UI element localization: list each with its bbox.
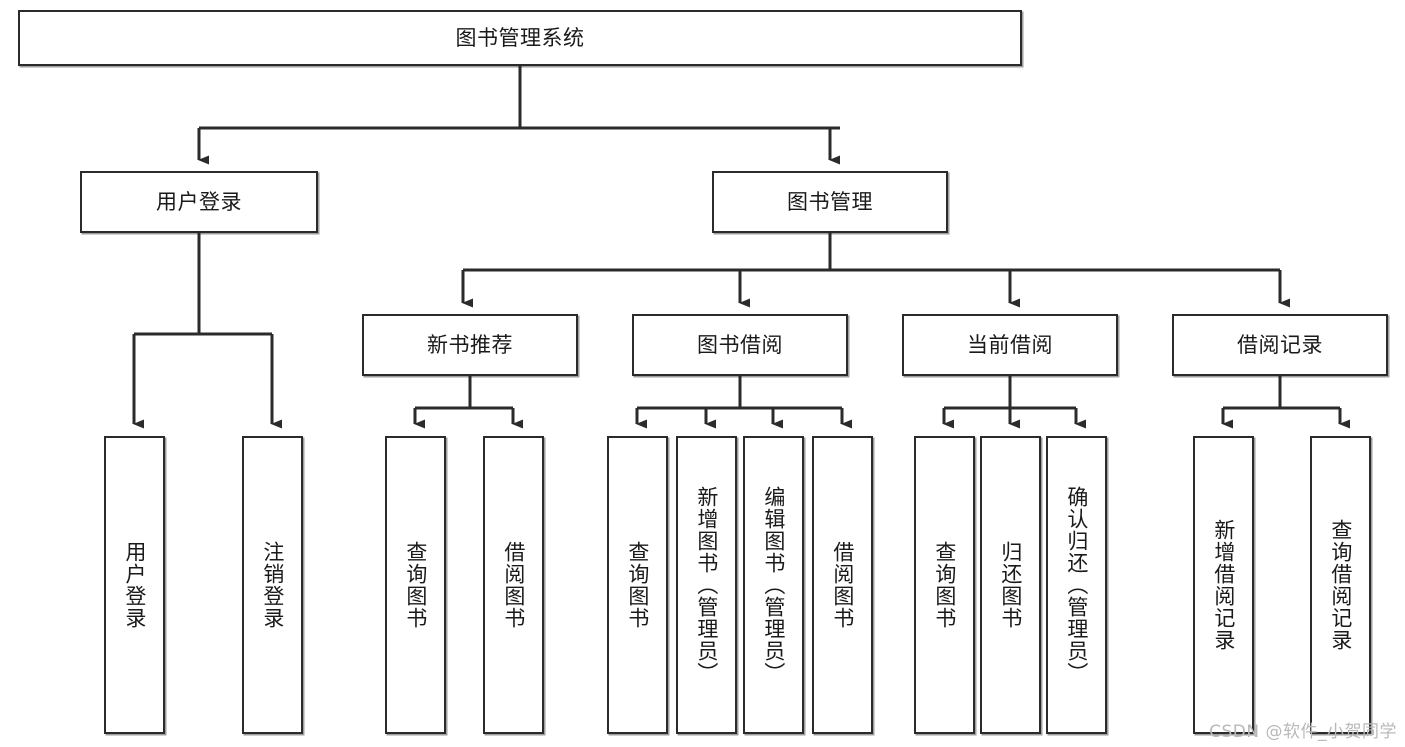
leaf-recommend-query-book[interactable]: 查询图书	[385, 436, 446, 734]
node-label: 用户登录	[122, 541, 147, 629]
node-label: 注销登录	[260, 541, 285, 629]
leaf-user-login-login[interactable]: 用户登录	[104, 436, 165, 734]
leaf-current-return-book[interactable]: 归还图书	[980, 436, 1041, 734]
leaf-user-login-logout[interactable]: 注销登录	[242, 436, 303, 734]
node-book-borrow[interactable]: 图书借阅	[632, 314, 848, 376]
leaf-current-confirm-return-admin[interactable]: 确认归还（管理员）	[1046, 436, 1107, 734]
node-new-book-recommend[interactable]: 新书推荐	[362, 314, 578, 376]
watermark: CSDN @软件_小贺同学	[1209, 722, 1397, 742]
leaf-record-add-record[interactable]: 新增借阅记录	[1193, 436, 1254, 734]
node-label: 确认归还（管理员）	[1064, 486, 1089, 684]
leaf-current-query-book[interactable]: 查询图书	[914, 436, 975, 734]
node-user-login[interactable]: 用户登录	[80, 171, 318, 233]
leaf-borrow-add-book-admin[interactable]: 新增图书（管理员）	[676, 436, 737, 734]
leaf-borrow-query-book[interactable]: 查询图书	[607, 436, 668, 734]
node-label: 新书推荐	[427, 332, 513, 357]
node-label: 图书管理系统	[455, 25, 585, 50]
node-label: 借阅图书	[501, 541, 526, 629]
node-label: 借阅图书	[830, 541, 855, 629]
node-label: 归还图书	[998, 541, 1023, 629]
node-label: 新增图书（管理员）	[694, 486, 719, 684]
node-label: 查询借阅记录	[1328, 519, 1353, 651]
node-book-management[interactable]: 图书管理	[712, 171, 948, 233]
leaf-record-query-record[interactable]: 查询借阅记录	[1310, 436, 1371, 734]
node-label: 图书借阅	[697, 332, 783, 357]
leaf-borrow-edit-book-admin[interactable]: 编辑图书（管理员）	[743, 436, 804, 734]
leaf-borrow-borrow-book[interactable]: 借阅图书	[812, 436, 873, 734]
node-borrow-record[interactable]: 借阅记录	[1172, 314, 1388, 376]
node-root-system[interactable]: 图书管理系统	[18, 10, 1022, 66]
node-label: 编辑图书（管理员）	[761, 486, 786, 684]
node-label: 当前借阅	[967, 332, 1053, 357]
node-label: 查询图书	[403, 541, 428, 629]
node-label: 用户登录	[156, 189, 242, 214]
node-current-borrow[interactable]: 当前借阅	[902, 314, 1118, 376]
node-label: 新增借阅记录	[1211, 519, 1236, 651]
node-label: 查询图书	[932, 541, 957, 629]
node-label: 图书管理	[787, 189, 873, 214]
node-label: 查询图书	[625, 541, 650, 629]
leaf-recommend-borrow-book[interactable]: 借阅图书	[483, 436, 544, 734]
node-label: 借阅记录	[1237, 332, 1323, 357]
